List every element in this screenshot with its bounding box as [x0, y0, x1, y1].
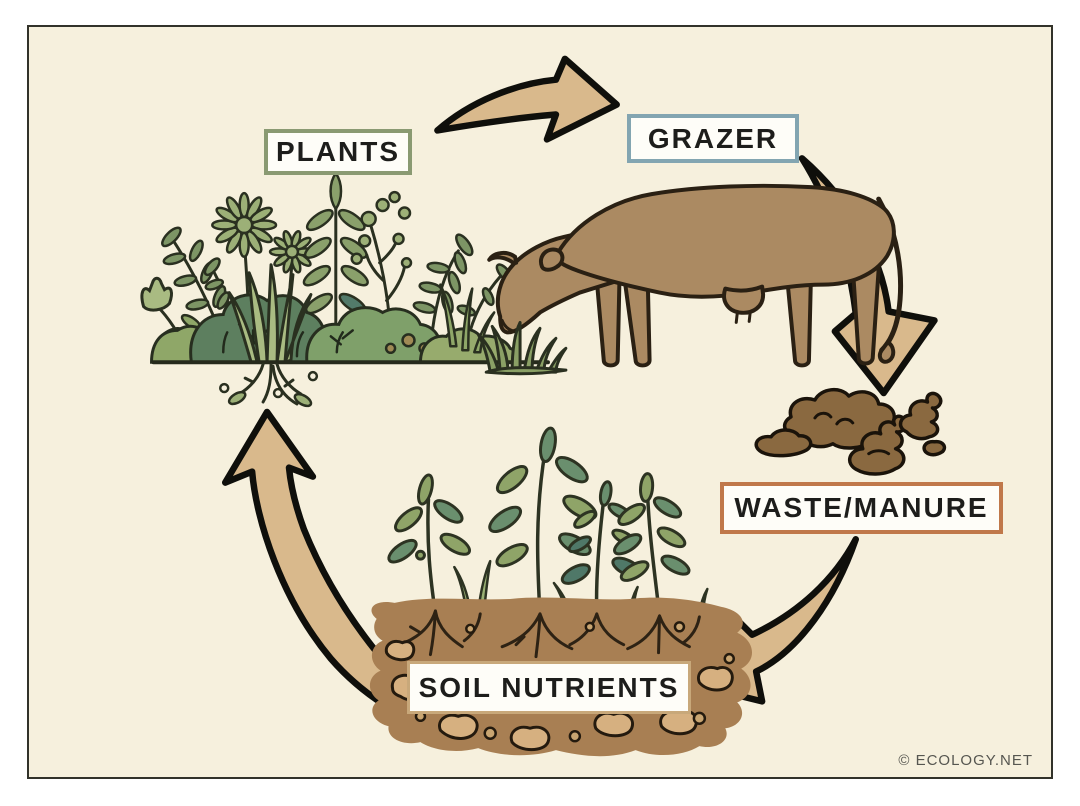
arrow-soil-to-plants	[221, 408, 473, 743]
node-waste-manure-label: WASTE/MANURE	[720, 482, 1003, 534]
node-waste-manure-text: WASTE/MANURE	[734, 492, 989, 523]
node-soil-nutrients-label: SOIL NUTRIENTS	[407, 661, 691, 714]
arrow-plants-to-grazer	[434, 55, 620, 143]
grazing-cow-illustration	[476, 183, 903, 376]
diagram-canvas	[140, 55, 947, 757]
node-grazer-label: GRAZER	[627, 114, 799, 163]
node-plants-text: PLANTS	[276, 136, 400, 167]
node-soil-nutrients-text: SOIL NUTRIENTS	[418, 671, 680, 703]
node-plants-label: PLANTS	[264, 129, 412, 175]
wild-plants-illustration	[140, 171, 550, 408]
node-grazer-text: GRAZER	[647, 122, 779, 154]
manure-piles-illustration	[754, 388, 947, 476]
credit-text: © ECOLOGY.NET	[898, 752, 1033, 769]
diagram-frame: PLANTS GRAZER WASTE/MANURE SOIL NUTRIENT…	[27, 25, 1053, 779]
